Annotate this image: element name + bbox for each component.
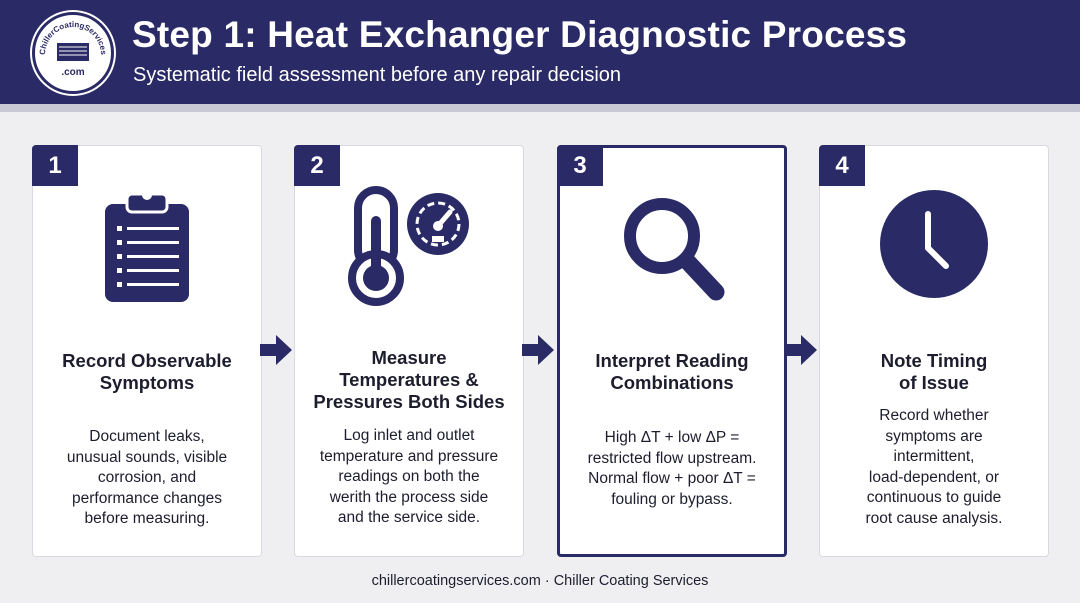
right-arrow-icon <box>785 335 817 365</box>
header-divider <box>0 104 1080 112</box>
right-arrow-icon <box>260 335 292 365</box>
step-title: Measure Temperatures & Pressures Both Si… <box>313 347 505 412</box>
right-arrow-icon <box>522 335 554 365</box>
magnifying-glass-icon <box>560 188 784 318</box>
step-card-3: 3 Interpret Reading Combinations High ΔT… <box>557 145 787 557</box>
step-card-2: 2 Measure Temperatures & Pressures Both … <box>294 145 524 557</box>
company-logo[interactable]: ChillerCoatingServices .com <box>32 12 114 94</box>
step-description: Log inlet and outlet temperature and pre… <box>319 427 499 526</box>
page-title: Step 1: Heat Exchanger Diagnostic Proces… <box>132 14 908 55</box>
header-banner <box>0 0 1080 104</box>
thermometer-gauge-icon <box>295 186 523 316</box>
step-description: Record whether symptoms are intermittent… <box>865 407 1003 527</box>
clock-icon <box>820 186 1048 316</box>
page-subtitle: Systematic field assessment before any r… <box>133 64 622 86</box>
clipboard-icon <box>33 186 261 316</box>
step-number-badge: 1 <box>32 145 78 186</box>
step-card-4: 4 Note Timing of Issue Record whether sy… <box>819 145 1049 557</box>
step-title: Record Observable Symptoms <box>62 350 232 393</box>
step-title: Note Timing of Issue <box>880 350 988 393</box>
footer-credit: chillercoatingservices.com · Chiller Coa… <box>371 573 709 589</box>
step-card-1: 1 Record Observable Symptoms Document le… <box>32 145 262 557</box>
logo-text-bottom: .com <box>61 67 84 78</box>
step-description: High ΔT + low ΔP = restricted flow upstr… <box>587 429 757 508</box>
step-number-badge: 4 <box>819 145 865 186</box>
step-number-badge: 3 <box>557 145 603 186</box>
step-number-badge: 2 <box>294 145 340 186</box>
step-description: Document leaks, unusual sounds, visible … <box>66 428 228 527</box>
company-logo-badge-icon: ChillerCoatingServices .com <box>38 20 108 78</box>
step-title: Interpret Reading Combinations <box>595 350 749 393</box>
